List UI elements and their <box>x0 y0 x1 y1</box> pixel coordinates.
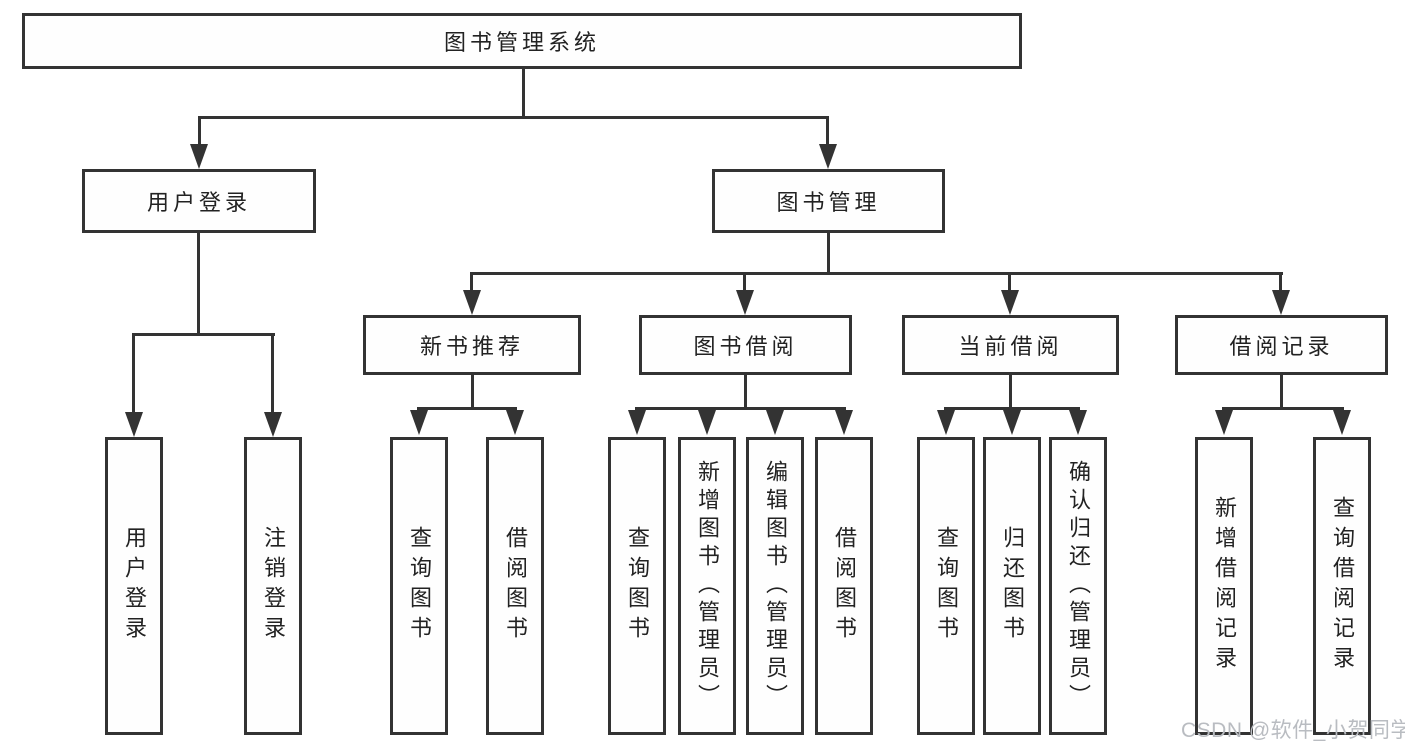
connector-borrowing-stub <box>744 375 747 410</box>
connector-userlogin-drop-1 <box>132 333 135 413</box>
leaf-borrow-books-borrowing: 借阅图书 <box>815 437 873 735</box>
arrow-down-icon <box>736 290 754 315</box>
watermark: CSDN @软件_小贺同学 <box>1181 719 1405 742</box>
arrow-down-icon <box>1215 410 1233 435</box>
arrow-down-icon <box>766 410 784 435</box>
connector-root-stub <box>522 69 525 119</box>
connector-borrowing-hbar <box>635 407 846 410</box>
leaf-add-borrow-record: 新增借阅记录 <box>1195 437 1253 735</box>
leaf-edit-books-admin: 编辑图书（管理员） <box>746 437 804 735</box>
leaf-return-books: 归还图书 <box>983 437 1041 735</box>
node-new-book-recommend: 新书推荐 <box>363 315 581 375</box>
arrow-down-icon <box>1001 290 1019 315</box>
leaf-query-borrow-record: 查询借阅记录 <box>1313 437 1371 735</box>
leaf-query-books-borrowing: 查询图书 <box>608 437 666 735</box>
leaf-query-books-current: 查询图书 <box>917 437 975 735</box>
arrow-down-icon <box>1069 410 1087 435</box>
connector-root-drop-left <box>198 116 201 146</box>
connector-bookmgmt-drop-1 <box>470 272 473 292</box>
leaf-borrow-books-recommend: 借阅图书 <box>486 437 544 735</box>
leaf-logout: 注销登录 <box>244 437 302 735</box>
arrow-down-icon <box>628 410 646 435</box>
connector-root-drop-right <box>826 116 829 146</box>
connector-userlogin-stub <box>197 233 200 336</box>
connector-bookmgmt-drop-2 <box>743 272 746 292</box>
node-book-management: 图书管理 <box>712 169 945 233</box>
arrow-down-icon <box>698 410 716 435</box>
arrow-down-icon <box>410 410 428 435</box>
connector-bookmgmt-stub <box>827 233 830 275</box>
arrow-down-icon <box>1003 410 1021 435</box>
connector-bookmgmt-hbar <box>470 272 1283 275</box>
node-book-borrowing: 图书借阅 <box>639 315 852 375</box>
connector-userlogin-hbar <box>132 333 275 336</box>
arrow-down-icon <box>819 144 837 169</box>
arrow-down-icon <box>190 144 208 169</box>
connector-records-hbar <box>1222 407 1344 410</box>
connector-newbook-stub <box>471 375 474 410</box>
arrow-down-icon <box>835 410 853 435</box>
arrow-down-icon <box>125 412 143 437</box>
leaf-query-books-recommend: 查询图书 <box>390 437 448 735</box>
arrow-down-icon <box>937 410 955 435</box>
connector-current-hbar <box>944 407 1080 410</box>
node-borrowing-records: 借阅记录 <box>1175 315 1388 375</box>
connector-bookmgmt-drop-4 <box>1279 272 1282 292</box>
leaf-add-books-admin: 新增图书（管理员） <box>678 437 736 735</box>
connector-userlogin-drop-2 <box>271 333 274 413</box>
connector-newbook-hbar <box>417 407 517 410</box>
arrow-down-icon <box>463 290 481 315</box>
node-library-management-system: 图书管理系统 <box>22 13 1022 69</box>
connector-bookmgmt-drop-3 <box>1008 272 1011 292</box>
connector-current-stub <box>1009 375 1012 410</box>
arrow-down-icon <box>506 410 524 435</box>
arrow-down-icon <box>264 412 282 437</box>
leaf-confirm-return-admin: 确认归还（管理员） <box>1049 437 1107 735</box>
leaf-user-login: 用户登录 <box>105 437 163 735</box>
node-user-login: 用户登录 <box>82 169 316 233</box>
arrow-down-icon <box>1272 290 1290 315</box>
node-current-borrowing: 当前借阅 <box>902 315 1119 375</box>
connector-records-stub <box>1280 375 1283 410</box>
arrow-down-icon <box>1333 410 1351 435</box>
connector-root-hbar <box>198 116 829 119</box>
